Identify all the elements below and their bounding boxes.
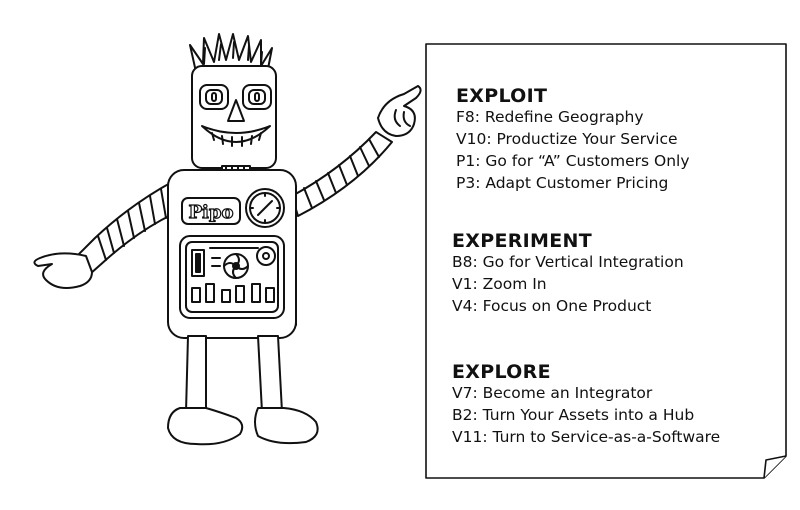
list-item: V7: Become an Integrator [452,384,653,402]
list-item: V10: Productize Your Service [456,130,678,148]
robot-pointing-hand [377,85,422,137]
robot-control-panel [179,235,285,319]
robot-left-hand [33,252,93,289]
list-item: V11: Turn to Service-as-a-Software [452,428,721,446]
list-item: B2: Turn Your Assets into a Hub [452,406,695,424]
robot-gauge [245,188,285,228]
list-item: B8: Go for Vertical Integration [452,253,684,271]
robot-nose [227,99,245,122]
robot-hair [189,33,273,75]
robot-mouth [201,125,271,147]
robot-right-arm [291,131,393,217]
list-item: V1: Zoom In [452,275,547,293]
note-folded-corner [763,455,787,479]
robot-feet [167,407,319,446]
section-heading-experiment: EXPERIMENT [452,230,592,252]
robot-name-badge-label: Pipo [189,202,234,223]
list-item: V4: Focus on One Product [452,297,652,315]
section-heading-exploit: EXPLOIT [456,85,548,107]
list-item: P1: Go for “A” Customers Only [456,152,690,170]
robot-left-arm [76,181,174,275]
list-item: P3: Adapt Customer Pricing [456,174,669,192]
list-item: F8: Redefine Geography [456,108,644,126]
robot-eyes [199,84,272,110]
robot-name-badge: Pipo [181,197,241,225]
section-heading-explore: EXPLORE [452,361,551,383]
